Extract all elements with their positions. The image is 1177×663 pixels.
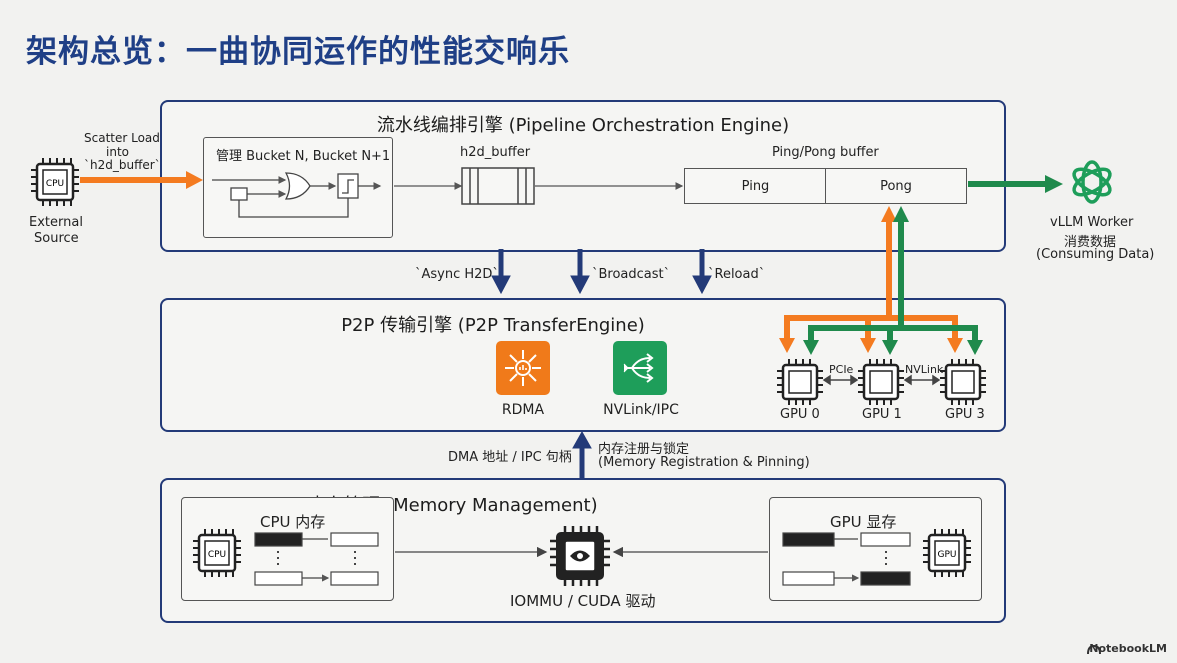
- pcie-label: PCIe: [829, 363, 854, 376]
- gpu3-chip-icon: [940, 359, 986, 405]
- pingpong-label: Ping/Pong buffer: [772, 145, 879, 160]
- h2d-buffer-icon: [461, 167, 535, 205]
- nvlink-label: NVLink: [905, 363, 944, 376]
- external-cpu-text: CPU: [46, 179, 64, 189]
- scatter-label-1: Scatter Load: [84, 131, 160, 145]
- cpu-memory-label: CPU 内存: [260, 513, 326, 531]
- shuffle-icon: [623, 353, 654, 383]
- bucket-logic-circuit: [212, 172, 382, 218]
- pong-label: Pong: [880, 178, 912, 194]
- h2d-buffer-label: h2d_buffer: [460, 145, 531, 160]
- external-source-label-1: External: [29, 215, 83, 230]
- gpu-memory-label: GPU 显存: [830, 513, 897, 531]
- nvlink-ipc-badge: [613, 341, 667, 395]
- scatter-label-3: `h2d_buffer`: [84, 158, 161, 172]
- worker-label-3: (Consuming Data): [1036, 247, 1155, 262]
- memory-cpu-chip-icon: [193, 529, 241, 577]
- notebooklm-logo-icon: [1087, 644, 1101, 655]
- gpu3-label: GPU 3: [945, 407, 985, 422]
- reload-label: `Reload`: [708, 267, 766, 282]
- gpu1-label: GPU 1: [862, 407, 902, 422]
- memory-gpu-chip-text: GPU: [938, 550, 957, 560]
- scatter-label-2: into: [106, 145, 129, 159]
- worker-label-2: 消费数据: [1064, 235, 1117, 250]
- external-source-label-2: Source: [34, 231, 79, 246]
- cpu-memory-blocks: [254, 532, 379, 586]
- page-title: 架构总览：一曲协同运作的性能交响乐: [26, 34, 570, 70]
- p2p-engine-title: P2P 传输引擎 (P2P TransferEngine): [341, 315, 645, 336]
- ping-label: Ping: [741, 178, 770, 194]
- gpu-interconnect-lines: [822, 374, 941, 386]
- memory-registration-label-2: (Memory Registration & Pinning): [598, 455, 810, 470]
- nvlink-ipc-label: NVLink/IPC: [603, 402, 679, 418]
- memory-cpu-chip-text: CPU: [208, 550, 226, 560]
- pong-reload-green: [808, 215, 978, 342]
- memory-gpu-chip-icon: [923, 529, 971, 577]
- dma-address-label: DMA 地址 / IPC 句柄: [448, 450, 572, 465]
- pipeline-engine-title: 流水线编排引擎 (Pipeline Orchestration Engine): [376, 115, 790, 136]
- iommu-label: IOMMU / CUDA 驱动: [510, 592, 656, 610]
- vllm-worker-icon: [1072, 160, 1112, 204]
- gpu1-chip-icon: [858, 359, 904, 405]
- rdma-label: RDMA: [501, 402, 545, 418]
- bucket-label: 管理 Bucket N, Bucket N+1: [216, 149, 391, 164]
- network-hub-icon: [505, 350, 541, 386]
- command-arrows: [491, 249, 712, 295]
- pong-buffer: Pong: [825, 168, 967, 204]
- memory-registration-label-1: 内存注册与锁定: [598, 442, 690, 457]
- notebooklm-branding: NotebookLM: [1089, 642, 1167, 655]
- gpu0-label: GPU 0: [780, 407, 820, 422]
- broadcast-label: `Broadcast`: [592, 267, 671, 282]
- iommu-chip-icon: [550, 526, 610, 586]
- async-h2d-label: `Async H2D`: [415, 267, 499, 282]
- registration-arrow: [572, 430, 592, 478]
- pong-broadcast-orange: [784, 215, 958, 340]
- gpu0-chip-icon: [777, 359, 823, 405]
- rdma-badge: [496, 341, 550, 395]
- worker-label-1: vLLM Worker: [1050, 215, 1134, 230]
- external-source-cpu-icon: CPU: [31, 158, 79, 206]
- gpu-memory-blocks: [782, 532, 911, 586]
